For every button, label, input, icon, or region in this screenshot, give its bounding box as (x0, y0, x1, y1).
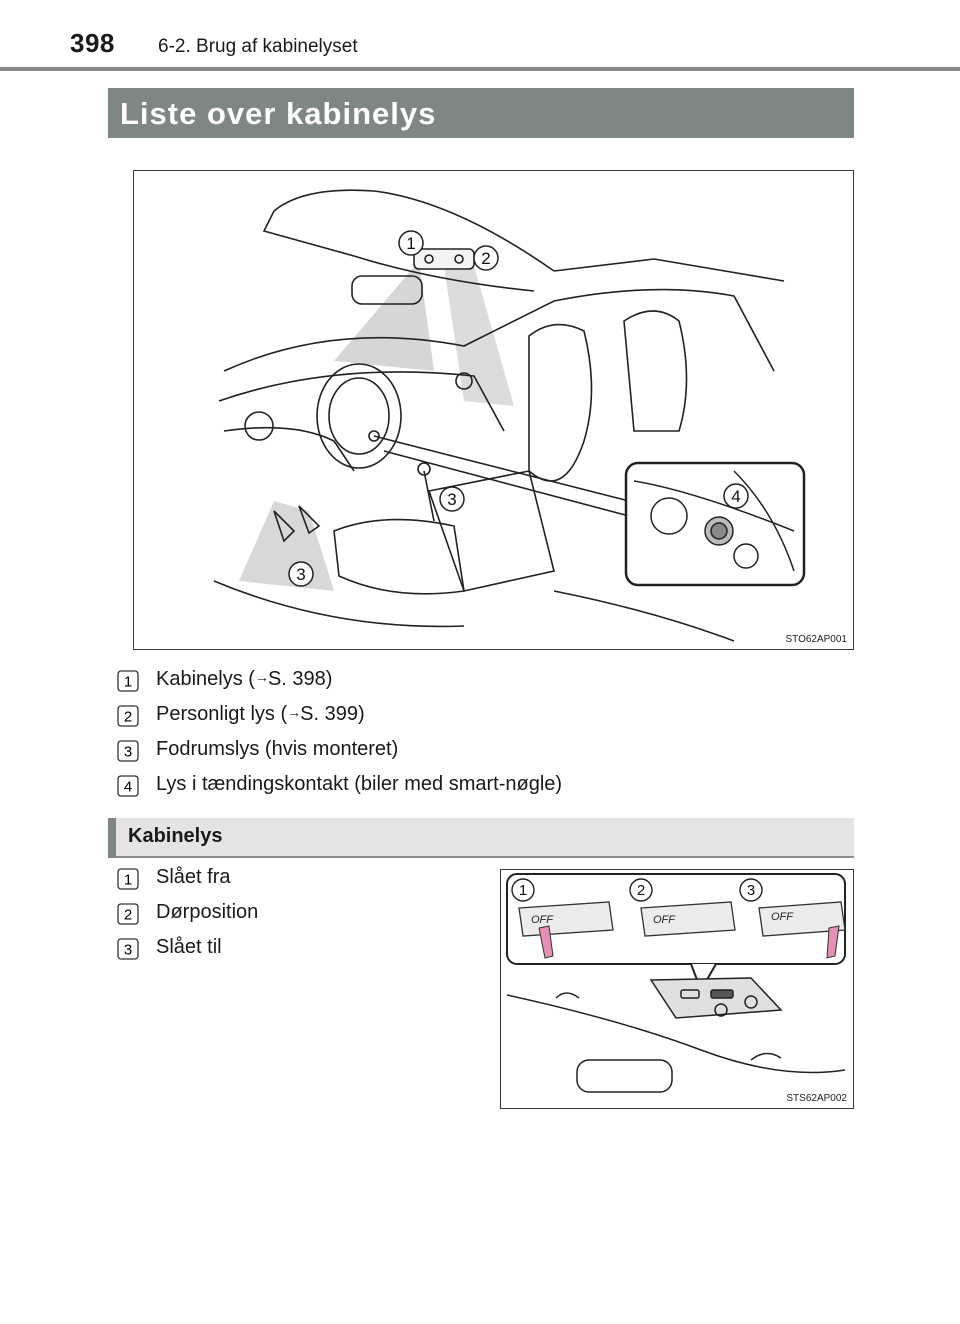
callout-3b: 3 (288, 561, 314, 587)
subsection-bar: Kabinelys (108, 818, 854, 858)
callout-2: 2 (473, 245, 499, 271)
svg-text:4: 4 (124, 779, 132, 796)
callout-2-label: 2 (481, 249, 490, 268)
list-item-text: Dørposition (156, 901, 259, 923)
figure-interior: 1 2 3 3 4 STO62AP001 (133, 170, 854, 650)
callout-2: 2 (629, 878, 653, 902)
list-item-text: Kabinelys ( (156, 668, 255, 690)
list-item-text: Fodrumslys (hvis monteret) (156, 738, 399, 760)
press-indicator-icon (826, 925, 840, 959)
section-title: Liste over kabinelys (120, 96, 437, 131)
svg-text:3: 3 (747, 882, 755, 899)
callout-1: 1 (511, 878, 535, 902)
list-item-text: Slået fra (156, 866, 231, 888)
svg-text:1: 1 (124, 872, 132, 889)
interior-illustration: 1 2 3 3 4 (213, 189, 806, 642)
subsection-title: Kabinelys (128, 825, 223, 847)
svg-text:2: 2 (124, 907, 132, 924)
header-rule (0, 67, 960, 71)
callout-3b-label: 3 (296, 565, 305, 584)
callout-3: 3 (739, 878, 763, 902)
page-number: 398 (70, 28, 115, 58)
callout-4: 4 (723, 483, 749, 509)
number-1-icon: 1 (117, 670, 139, 692)
list-item-text: Lys i tændingskontakt (biler med smart-n… (156, 773, 563, 795)
number-4-icon: 4 (117, 775, 139, 797)
switch-off-label-1: OFF (531, 914, 554, 926)
svg-text:1: 1 (519, 882, 527, 899)
chapter-title: 6-2. Brug af kabinelyset (158, 36, 358, 57)
callout-1-label: 1 (406, 234, 415, 253)
list-item-text: Personligt lys ( (156, 703, 288, 725)
page-reference-link[interactable]: S. 399) (300, 703, 365, 725)
figure-code: STS62AP002 (786, 1093, 847, 1104)
number-2-icon: 2 (117, 705, 139, 727)
svg-text:1: 1 (124, 674, 132, 691)
section-bar: Liste over kabinelys (108, 88, 854, 138)
number-1-icon: 1 (117, 868, 139, 890)
svg-text:3: 3 (124, 942, 132, 959)
number-2-icon: 2 (117, 903, 139, 925)
switch-off-label-3: OFF (771, 911, 794, 923)
figure-switch: OFF OFF OFF 1 2 3 (500, 869, 854, 1109)
svg-text:2: 2 (124, 709, 132, 726)
callout-3a-label: 3 (447, 490, 456, 509)
number-3-icon: 3 (117, 740, 139, 762)
switch-off-label-2: OFF (653, 914, 676, 926)
svg-text:2: 2 (637, 882, 645, 899)
arrow-right-icon: → (254, 669, 269, 685)
number-3-icon: 3 (117, 938, 139, 960)
callout-1: 1 (398, 230, 424, 256)
callout-4-label: 4 (731, 487, 740, 506)
switch-illustration: OFF OFF OFF 1 2 3 (506, 873, 846, 1093)
arrow-right-icon: → (287, 704, 301, 720)
press-indicator-icon (538, 925, 554, 959)
svg-text:3: 3 (124, 744, 132, 761)
ignition-inset (624, 461, 806, 587)
callout-3a: 3 (439, 486, 465, 512)
list-item-text: Slået til (156, 936, 222, 958)
page-reference-link[interactable]: S. 398) (267, 668, 333, 690)
figure-code: STO62AP001 (785, 634, 847, 645)
